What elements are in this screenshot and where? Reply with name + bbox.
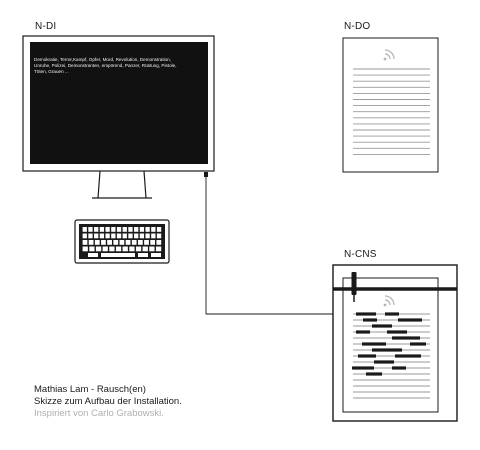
keyboard-spacebar [101, 253, 135, 257]
keyboard-key [82, 233, 87, 239]
keyboard-key [151, 227, 156, 232]
keyboard-key [99, 233, 105, 239]
redaction-bar [352, 366, 374, 370]
redaction-bar [398, 318, 422, 322]
redaction-bar [392, 336, 420, 340]
keyboard-key [89, 246, 95, 252]
screen-keywords: Demokratie, Terror,Kampf, Opfer, Mord, R… [34, 57, 177, 74]
keyboard-key [101, 240, 106, 245]
wifi-icon [383, 49, 395, 61]
keyboard-key [150, 240, 156, 245]
redaction-bar [395, 354, 421, 358]
keyboard-key [88, 253, 98, 257]
keyboard-key [142, 246, 148, 252]
caption-credit: Inspiriert von Carlo Grabowski. [34, 408, 164, 419]
keyboard-key [94, 233, 99, 239]
keyboard-key [122, 227, 127, 232]
keyboard-key [135, 246, 142, 252]
keyboard-key [138, 253, 148, 257]
keyboard-key [134, 233, 139, 239]
redaction-bar [410, 342, 426, 346]
keyboard-key [156, 233, 162, 239]
redaction-bar [356, 312, 376, 316]
redaction-bar [372, 348, 402, 352]
keyboard-key [151, 253, 161, 257]
keyboard-key [145, 233, 150, 239]
keyboard-key [115, 246, 122, 252]
keyboard-key [139, 227, 145, 232]
keyboard-key [151, 233, 156, 239]
keyboard-key [105, 233, 110, 239]
keyboard-key [105, 227, 110, 232]
keyboard-key [82, 246, 88, 252]
redaction-bar [358, 354, 376, 358]
keyboard-key [111, 227, 116, 232]
keyboard-key [156, 240, 162, 245]
keyboard-key [116, 233, 122, 239]
caption-title: Mathias Lam - Rausch(en) [34, 384, 146, 395]
caption: Mathias Lam - Rausch(en) Skizze zum Aufb… [34, 384, 182, 420]
label-n-do: N-DO [344, 21, 371, 32]
printer-icon [332, 264, 458, 422]
keyboard-key [129, 246, 135, 252]
keyboard-key [156, 227, 162, 232]
redaction-bar [362, 342, 386, 346]
keyboard-key [131, 240, 137, 245]
keyboard-key [82, 240, 88, 245]
keyboard-key [107, 240, 112, 245]
caption-subtitle: Skizze zum Aufbau der Installation. [34, 396, 182, 407]
redaction-bar [363, 318, 377, 322]
label-n-di: N-DI [35, 21, 57, 32]
keyboard-key [88, 240, 94, 245]
keyboard-key [95, 246, 102, 252]
keyboard-key [145, 227, 150, 232]
connection-cable [205, 177, 338, 315]
keyboard-key [128, 227, 133, 232]
keyboard-key [88, 227, 93, 232]
keyboard-key [149, 246, 155, 252]
redaction-bar [374, 360, 394, 364]
monitor-icon [22, 35, 215, 199]
keyboard-key [119, 240, 125, 245]
keyboard-key [155, 246, 162, 252]
keyboard-key [88, 233, 93, 239]
keyboard-key [122, 246, 128, 252]
pen-icon [351, 272, 357, 302]
redaction-bar [385, 312, 399, 316]
keyboard-key [144, 240, 149, 245]
keyboard-key [99, 227, 105, 232]
keyboard-key [139, 233, 145, 239]
redaction-bar [366, 372, 382, 376]
monitor-screen [30, 42, 208, 164]
document-icon [342, 37, 439, 173]
keyboard-icon [74, 219, 170, 264]
keyboard-key [116, 227, 122, 232]
keyboard-key [102, 246, 108, 252]
label-n-cns: N-CNS [344, 249, 377, 260]
keyboard-key [134, 227, 139, 232]
keyboard-key [94, 240, 100, 245]
keyboard-key [113, 240, 119, 245]
wifi-icon [383, 295, 395, 307]
redaction-bar [356, 330, 370, 334]
keyboard-key [125, 240, 131, 245]
keyboard-key [128, 233, 133, 239]
redaction-bar [392, 366, 406, 370]
keyboard-key [82, 227, 87, 232]
keyboard-key [122, 233, 127, 239]
keyboard-key [109, 246, 115, 252]
keyboard-key [137, 240, 143, 245]
keyboard-key [111, 233, 116, 239]
keyboard-key [94, 227, 99, 232]
redaction-bar [387, 330, 407, 334]
redaction-bar [372, 324, 392, 328]
